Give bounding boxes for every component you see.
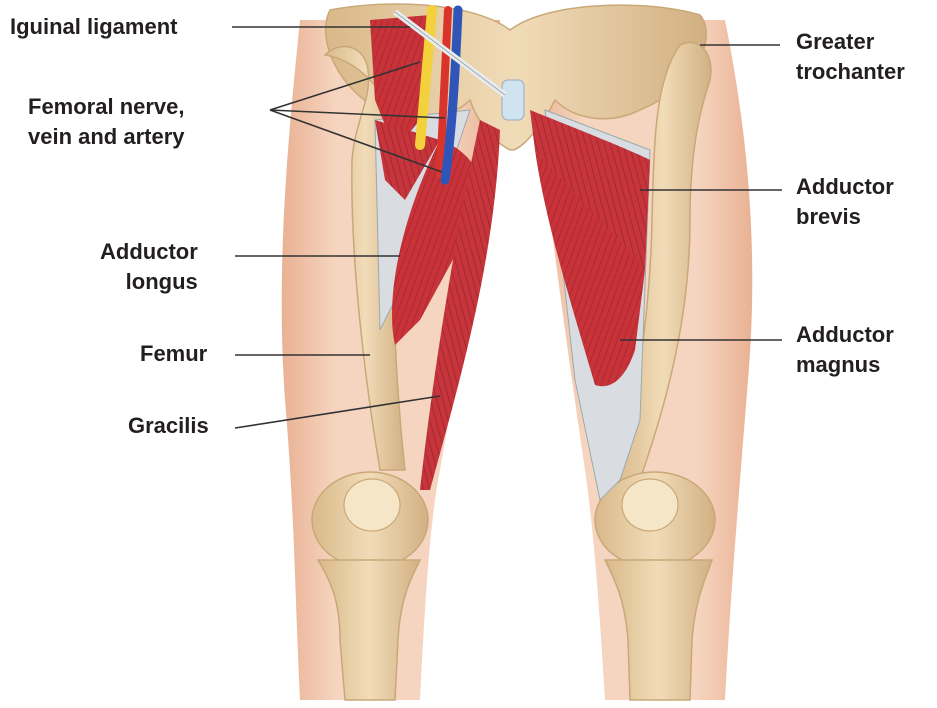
label-adductor-longus: Adductor longus xyxy=(100,237,198,297)
right-patella xyxy=(622,479,678,531)
left-patella xyxy=(344,479,400,531)
pubic-symphysis xyxy=(502,80,524,120)
label-adductor-magnus: Adductor magnus xyxy=(796,320,894,380)
label-greater-trochanter: Greater trochanter xyxy=(796,27,905,87)
label-gracilis: Gracilis xyxy=(128,411,209,441)
label-femur: Femur xyxy=(140,339,207,369)
label-femoral-vessels: Femoral nerve, vein and artery xyxy=(28,92,185,152)
label-adductor-brevis: Adductor brevis xyxy=(796,172,894,232)
label-inguinal-ligament: Iguinal ligament xyxy=(10,12,177,42)
